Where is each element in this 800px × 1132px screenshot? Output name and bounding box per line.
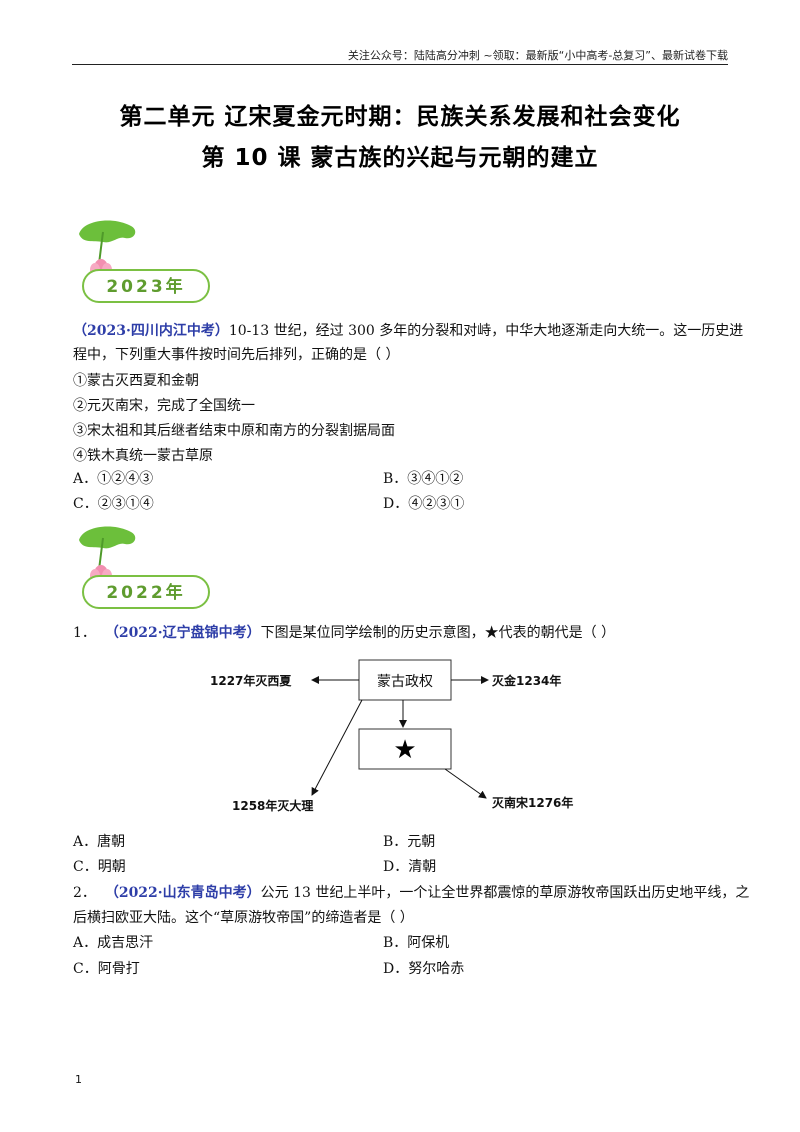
q2023-item-1: ①蒙古灭西夏和金朝 (73, 373, 199, 389)
label-left: 1227年灭西夏 (210, 673, 292, 688)
q2023-stem-text: 10-13 世纪，经过 300 多年的分裂和对峙，中华大地逐渐走向大统一。这一历… (228, 323, 744, 339)
q2023-option-c: C．②③①④ (73, 496, 154, 512)
q1-stem-text: 下图是某位同学绘制的历史示意图，★代表的朝代是（ ） (260, 625, 616, 641)
q1-option-a: A．唐朝 (73, 834, 126, 850)
lesson-title: 第 10 课 蒙古族的兴起与元朝的建立 (201, 145, 599, 171)
label-bottom-right: 灭南宋1276年 (491, 795, 573, 810)
q2-stem-text: 公元 13 世纪上半叶，一个让全世界都震惊的草原游牧帝国跃出历史地平线，之 (260, 885, 750, 901)
label-bottom-left: 1258年灭大理 (232, 798, 313, 813)
unit-title: 第二单元 辽宋夏金元时期：民族关系发展和社会变化 (119, 104, 681, 130)
q2023-source: （2023·四川内江中考） (73, 323, 229, 339)
q2-option-c: C．阿骨打 (73, 961, 140, 977)
q2023-item-4: ④铁木真统一蒙古草原 (73, 448, 213, 464)
q2-stem-line1: 2． （2022·山东青岛中考）公元 13 世纪上半叶，一个让全世界都震惊的草原… (73, 884, 749, 902)
q2-option-b: B．阿保机 (383, 935, 450, 951)
year-badge-label-2023: 2023年 (106, 276, 185, 297)
q1-option-c: C．明朝 (73, 859, 126, 875)
arrow-bottom-right (444, 768, 487, 799)
q2-number: 2． (73, 885, 96, 901)
q2023-option-a: A．①②④③ (73, 471, 154, 487)
center-label: 蒙古政权 (377, 674, 433, 690)
q2023-stem-line1: （2023·四川内江中考）10-13 世纪，经过 300 多年的分裂和对峙，中华… (73, 322, 743, 340)
q1-source: （2022·辽宁盘锦中考） (104, 625, 261, 641)
history-diagram: 蒙古政权 ★ 1227年灭西夏 灭金1234年 1258年灭大理 灭南宋1276… (190, 655, 610, 825)
q1-number: 1． (73, 625, 96, 641)
page-header: 关注公众号：陆陆高分冲刺 ~领取：最新版“小中高考-总复习”、最新试卷下载 (347, 49, 728, 62)
q2023-option-d: D．④②③① (383, 496, 465, 512)
q2-source: （2022·山东青岛中考） (104, 885, 261, 901)
center-box (358, 659, 452, 701)
lotus-leaf-icon (79, 526, 136, 549)
year-badge-2023: 2023年 (73, 218, 213, 308)
label-right: 灭金1234年 (491, 673, 561, 688)
page-number: 1 (75, 1073, 82, 1086)
year-badge-label-2022: 2022年 (106, 582, 185, 603)
lotus-leaf-icon (79, 220, 136, 243)
q1-option-b: B．元朝 (383, 834, 436, 850)
q2-option-a: A．成吉思汗 (73, 935, 154, 951)
q2023-option-b: B．③④①② (383, 471, 464, 487)
star-icon: ★ (393, 735, 416, 765)
q2023-stem-line2: 程中，下列重大事件按时间先后排列，正确的是（ ） (73, 347, 400, 363)
q2-option-d: D．努尔哈赤 (383, 961, 465, 977)
header-divider (72, 64, 728, 65)
q1-stem: 1． （2022·辽宁盘锦中考）下图是某位同学绘制的历史示意图，★代表的朝代是（… (73, 624, 728, 642)
arrow-bottom-left (311, 699, 363, 796)
year-badge-2022: 2022年 (73, 524, 213, 614)
q2023-item-3: ③宋太祖和其后继者结束中原和南方的分裂割据局面 (73, 423, 395, 439)
q2023-item-2: ②元灭南宋，完成了全国统一 (73, 398, 255, 414)
star-box (358, 728, 452, 770)
q2-stem-line2: 后横扫欧亚大陆。这个“草原游牧帝国”的缔造者是（ ） (73, 910, 414, 926)
q1-option-d: D．清朝 (383, 859, 437, 875)
